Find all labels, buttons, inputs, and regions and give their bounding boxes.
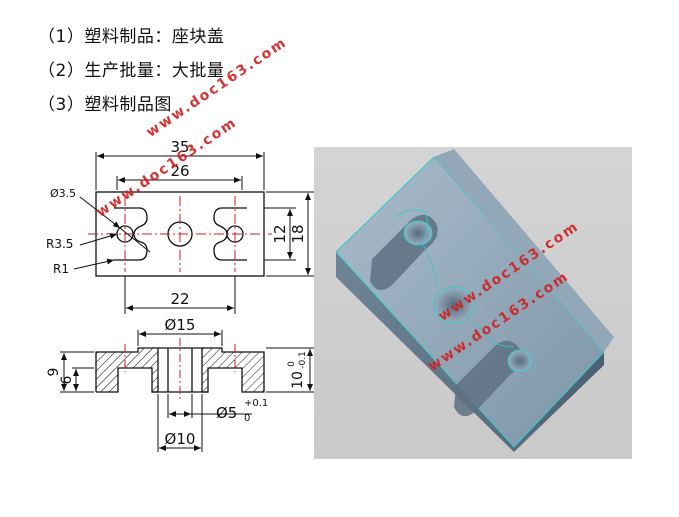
dim-phi5-label: Ø5 (216, 404, 237, 422)
section-hatch-right (202, 348, 264, 392)
dim-26-label: 26 (170, 162, 189, 180)
production-batch-line: （2）生产批量：大批量 (38, 61, 225, 81)
dim-10-upper-tol: 0 (287, 361, 297, 367)
dim-9-label: 9 (46, 368, 62, 377)
section-hatch-left (96, 348, 158, 392)
dim-phi10-label: Ø10 (165, 430, 196, 448)
product-name-line: （1）塑料制品：座块盖 (38, 27, 225, 47)
dim-phi15 (137, 330, 223, 346)
dim-12-label: 12 (271, 224, 289, 243)
dim-10-lower-tol: -0.1 (298, 351, 308, 369)
top-view-centerlines (88, 196, 272, 272)
dim-6-label: 6 (59, 375, 75, 384)
dim-18-label: 18 (289, 224, 307, 243)
dim-phi10 (157, 394, 203, 452)
part-hole-lower (507, 349, 533, 373)
part-hole-upper (403, 220, 433, 246)
dim-phi5-upper-tol: +0.1 (244, 398, 268, 409)
dim-35-label: 35 (170, 138, 189, 156)
dim-10 (266, 347, 316, 393)
dim-22 (124, 276, 236, 314)
dim-phi5-lower-tol: 0 (244, 413, 250, 424)
dim-10-label: 10 (290, 371, 306, 389)
dim-22-label: 22 (170, 290, 189, 308)
dim-9-6 (60, 351, 94, 393)
part-slot-bottom (454, 340, 522, 417)
phi35-label: Ø3.5 (50, 187, 76, 200)
dim-26 (116, 176, 243, 190)
r35-label: R3.5 (46, 237, 73, 251)
r1-label: R1 (53, 262, 69, 276)
3d-render-panel (314, 147, 632, 459)
dim-phi15-label: Ø15 (165, 316, 196, 334)
dim-phi5 (167, 394, 252, 418)
leaders (73, 196, 151, 270)
part-hole-center (433, 286, 475, 324)
part-back-wall (434, 149, 614, 352)
drawing-title-line: （3）塑料制品图 (38, 95, 172, 115)
3d-part-image (335, 149, 614, 452)
dim-35 (95, 152, 265, 190)
dim-12-18 (264, 191, 314, 277)
section-view (95, 338, 265, 402)
